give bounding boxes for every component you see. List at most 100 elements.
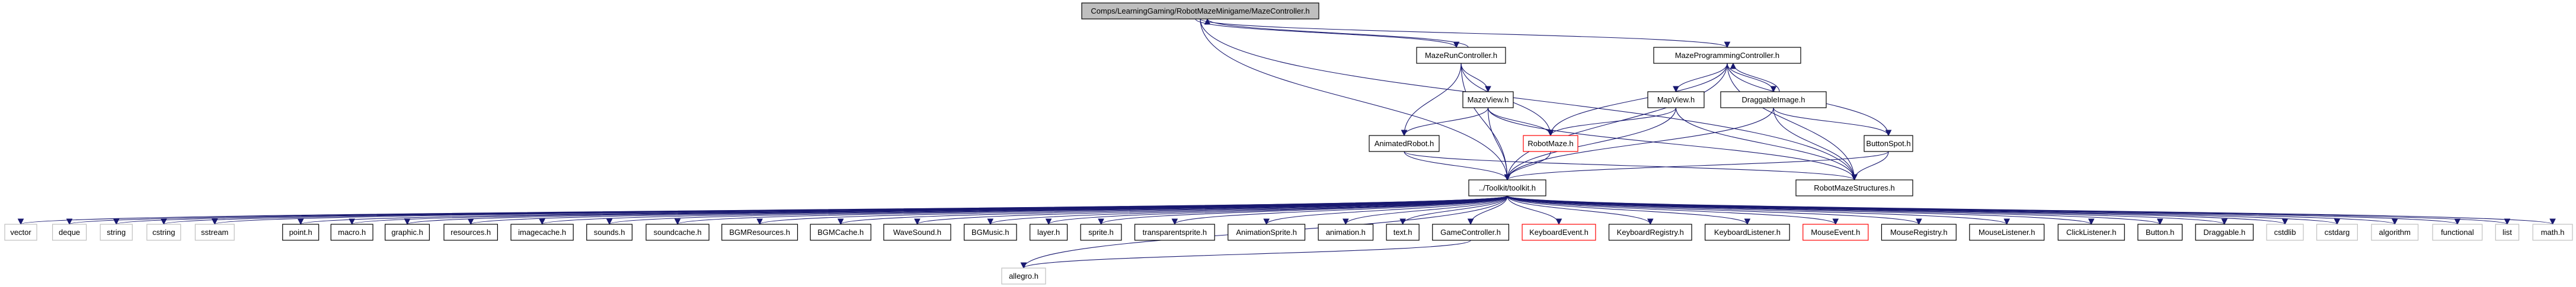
node-bgmusic[interactable]: BGMusic.h <box>964 224 1017 241</box>
node-dragimg[interactable]: DraggableImage.h <box>1720 91 1827 108</box>
node-button[interactable]: Button.h <box>2137 224 2183 241</box>
arrowhead-icon <box>17 218 24 225</box>
edge-toolkit-to-bgmcache <box>837 195 1508 225</box>
edge-toolkit-to-draggable <box>1507 195 2228 225</box>
node-label: functional <box>2441 228 2474 237</box>
node-rms[interactable]: RobotMazeStructures.h <box>1795 179 1913 196</box>
node-box <box>1522 224 1596 241</box>
node-buttonspot[interactable]: ButtonSpot.h <box>1864 135 1913 152</box>
node-resources[interactable]: resources.h <box>443 224 498 241</box>
node-label: deque <box>59 228 80 237</box>
node-root[interactable]: Comps/LearningGaming/RobotMazeMinigame/M… <box>1081 2 1319 20</box>
node-kbevent[interactable]: KeyboardEvent.h <box>1522 224 1596 241</box>
node-kbreg[interactable]: KeyboardRegistry.h <box>1608 224 1692 241</box>
node-label: BGMResources.h <box>729 228 790 237</box>
edge-mrc-to-animrobot <box>1401 63 1462 137</box>
edge-toolkit-to-sprite <box>1098 195 1508 225</box>
arrowhead-icon <box>1885 130 1892 137</box>
node-box <box>1720 91 1827 108</box>
node-list: list <box>2495 224 2520 241</box>
node-draggable[interactable]: Draggable.h <box>2195 224 2254 241</box>
node-tsprite[interactable]: transparentsprite.h <box>1134 224 1215 241</box>
node-box <box>1432 224 1510 241</box>
node-label: KeyboardListener.h <box>1714 228 1781 237</box>
node-wavesound[interactable]: WaveSound.h <box>883 224 951 241</box>
node-kblist[interactable]: KeyboardListener.h <box>1705 224 1790 241</box>
node-box <box>645 224 709 241</box>
node-robotmaze[interactable]: RobotMaze.h <box>1523 135 1578 152</box>
node-sounds[interactable]: sounds.h <box>586 224 633 241</box>
arrowhead-icon <box>2156 218 2163 225</box>
node-box <box>1386 224 1420 241</box>
node-macro[interactable]: macro.h <box>330 224 373 241</box>
node-label: KeyboardEvent.h <box>1529 228 1589 237</box>
edge-buttonspot-to-rms <box>1851 151 1889 181</box>
arrowhead-icon <box>467 218 474 225</box>
node-label: sstream <box>201 228 228 237</box>
node-box <box>1001 267 1046 285</box>
node-clicklist[interactable]: ClickListener.h <box>2057 224 2125 241</box>
node-bgmres[interactable]: BGMResources.h <box>721 224 798 241</box>
node-bgmcache[interactable]: BGMCache.h <box>810 224 871 241</box>
edge-toolkit-to-clicklist <box>1507 195 2095 225</box>
arrowhead-icon <box>1555 218 1562 225</box>
node-mrc[interactable]: MazeRunController.h <box>1416 47 1506 64</box>
node-label: WaveSound.h <box>893 228 941 237</box>
node-soundcache[interactable]: soundcache.h <box>645 224 709 241</box>
edge-robotmaze-to-toolkit <box>1504 151 1551 181</box>
node-text[interactable]: text.h <box>1386 224 1420 241</box>
node-box <box>586 224 633 241</box>
node-point[interactable]: point.h <box>282 224 319 241</box>
node-box <box>2371 224 2419 241</box>
node-label: resources.h <box>450 228 491 237</box>
arrowhead-icon <box>2504 218 2511 225</box>
node-cstring: cstring <box>146 224 181 241</box>
node-box <box>1369 135 1440 152</box>
node-label: string <box>107 228 126 237</box>
node-label: RobotMazeStructures.h <box>1814 183 1895 192</box>
node-mouseevent[interactable]: MouseEvent.h <box>1802 224 1869 241</box>
arrowhead-icon <box>1485 86 1491 93</box>
arrowhead-icon <box>1020 262 1027 269</box>
node-mpc[interactable]: MazeProgrammingController.h <box>1653 47 1801 64</box>
arrowhead-icon <box>1399 218 1406 225</box>
node-sprite[interactable]: sprite.h <box>1080 224 1122 241</box>
arrowhead-icon <box>987 218 994 225</box>
edge-mapview-to-rms <box>1675 107 1858 181</box>
node-box <box>2532 224 2573 241</box>
arrowhead-icon <box>211 218 218 225</box>
arrowhead-icon <box>674 218 681 225</box>
node-gamectrl[interactable]: GameController.h <box>1432 224 1510 241</box>
node-graphic[interactable]: graphic.h <box>385 224 430 241</box>
edge-mazeview-to-animrobot <box>1401 107 1489 137</box>
node-imagecache[interactable]: imagecache.h <box>510 224 574 241</box>
edge-toolkit-to-point <box>297 195 1508 225</box>
node-box <box>1523 135 1578 152</box>
node-mazeview[interactable]: MazeView.h <box>1462 91 1514 108</box>
node-toolkit[interactable]: ../Toolkit/toolkit.h <box>1468 179 1546 196</box>
node-label: AnimatedRobot.h <box>1375 139 1434 148</box>
node-animation[interactable]: animation.h <box>1318 224 1374 241</box>
node-box <box>1228 224 1306 241</box>
node-box <box>1134 224 1215 241</box>
node-box <box>1864 135 1913 152</box>
arrowhead-icon <box>349 218 356 225</box>
node-layer[interactable]: layer.h <box>1030 224 1068 241</box>
node-mouselist[interactable]: MouseListener.h <box>1969 224 2045 241</box>
node-mousereg[interactable]: MouseRegistry.h <box>1881 224 1957 241</box>
node-label: GameController.h <box>1440 228 1501 237</box>
node-mapview[interactable]: MapView.h <box>1647 91 1705 108</box>
node-label: Draggable.h <box>2203 228 2245 237</box>
node-animrobot[interactable]: AnimatedRobot.h <box>1369 135 1440 152</box>
node-animsprite[interactable]: AnimationSprite.h <box>1228 224 1306 241</box>
node-box <box>1705 224 1790 241</box>
edge-mazeview-to-robotmaze <box>1487 107 1554 137</box>
node-box <box>385 224 430 241</box>
node-label: RobotMaze.h <box>1527 139 1573 148</box>
edge-toolkit-to-gamectrl <box>1467 195 1508 225</box>
edge-toolkit-to-math <box>1507 195 2556 225</box>
arrowhead-icon <box>1263 218 1270 225</box>
edge-dragimg-to-rms <box>1773 107 1858 181</box>
node-label: transparentsprite.h <box>1143 228 1207 237</box>
node-box <box>721 224 798 241</box>
